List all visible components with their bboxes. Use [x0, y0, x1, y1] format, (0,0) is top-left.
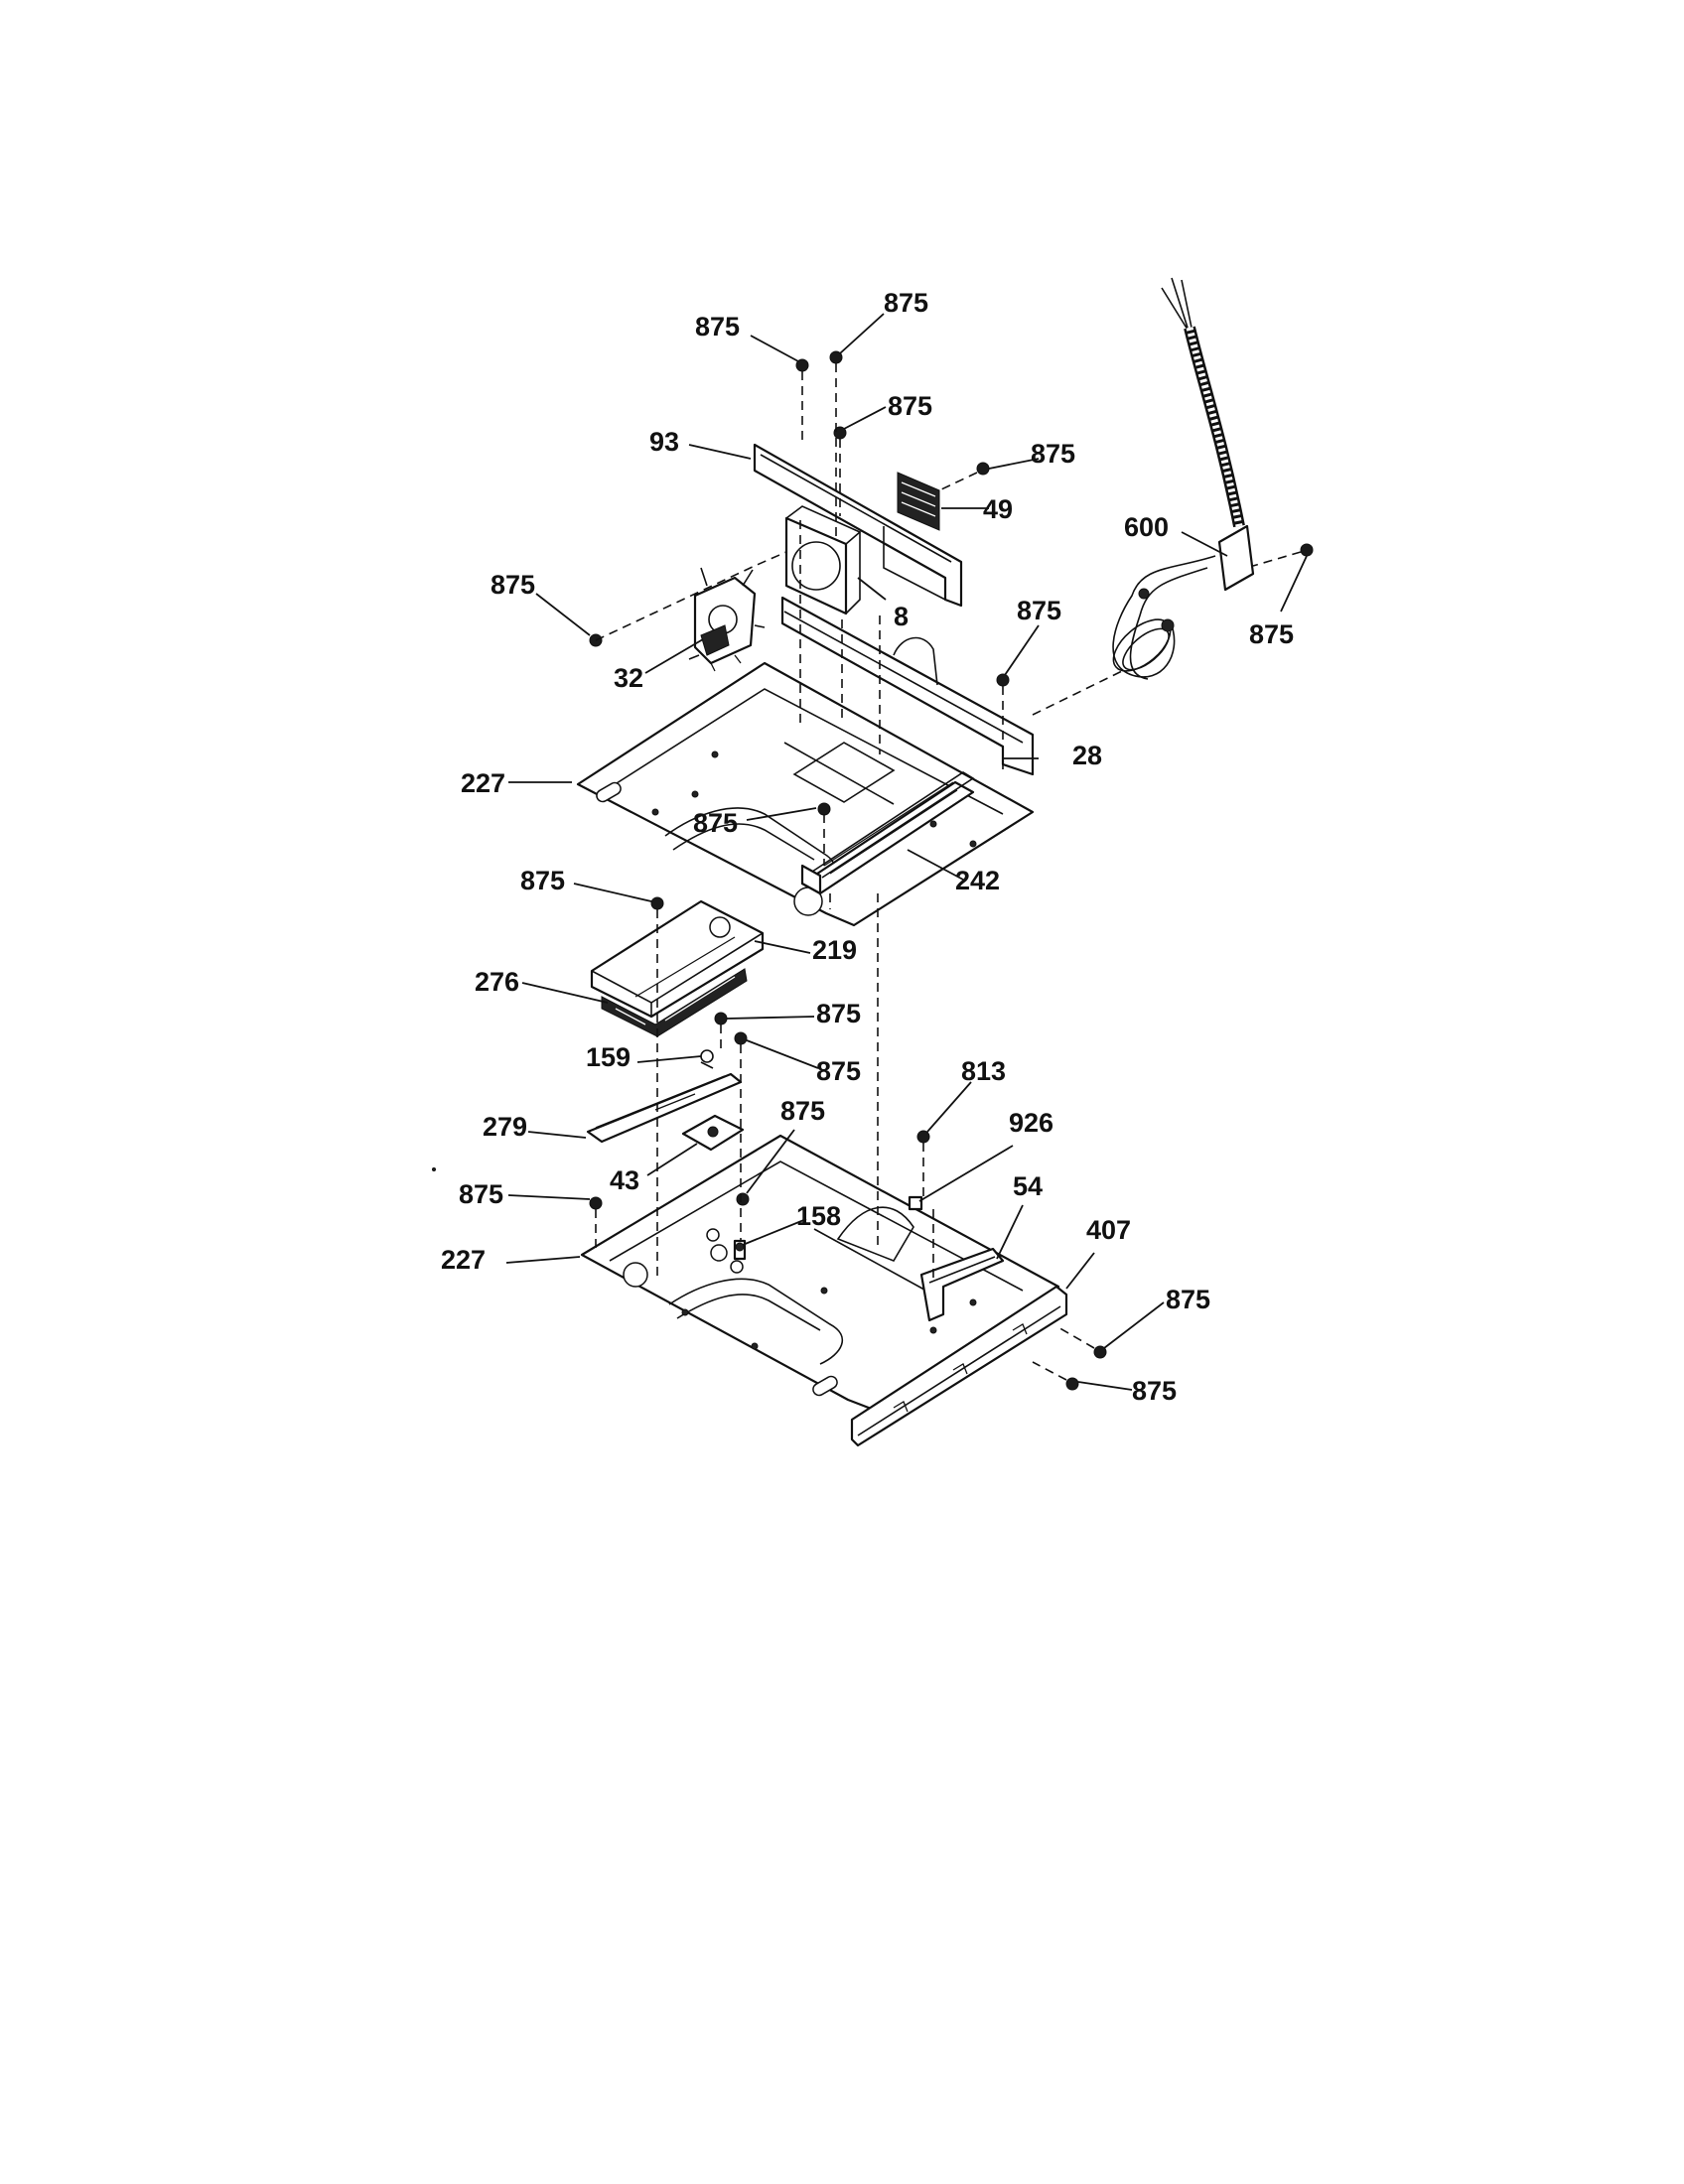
callout-label: 276 — [475, 967, 519, 997]
power-cord-600 — [1112, 277, 1255, 680]
screw-875 — [714, 1012, 728, 1025]
screw-875 — [650, 896, 664, 910]
channel-242 — [800, 771, 975, 895]
callout-label: 875 — [1166, 1285, 1210, 1314]
stray-mark — [432, 1167, 436, 1171]
callout-label: 926 — [1009, 1108, 1053, 1138]
callout-labels: 875 875 875 93 875 49 600 875 875 8 875 … — [441, 288, 1294, 1406]
callout-label: 93 — [649, 427, 679, 457]
callout-label: 227 — [441, 1245, 486, 1275]
callout-label: 875 — [884, 288, 928, 318]
callout-label: 875 — [491, 570, 535, 600]
callout-label: 600 — [1124, 512, 1169, 542]
callout-label: 43 — [610, 1165, 639, 1195]
callout-label: 875 — [693, 808, 738, 838]
plate-43 — [681, 1114, 745, 1152]
callout-label: 242 — [955, 866, 1000, 895]
part-159 — [700, 1049, 714, 1069]
callout-label: 875 — [1249, 619, 1294, 649]
callout-label: 875 — [1031, 439, 1075, 469]
callout-label: 875 — [816, 999, 861, 1028]
leader-lines — [505, 313, 1308, 1391]
upper-base-pan — [576, 661, 1035, 927]
fan-housing-8 — [784, 505, 862, 615]
front-rail-407 — [850, 1285, 1068, 1447]
screw-875 — [996, 673, 1010, 687]
screw-875 — [817, 802, 831, 816]
assembly-lines — [595, 363, 1302, 1381]
grille-49 — [897, 472, 940, 531]
motor-32 — [688, 567, 766, 672]
screw-875 — [589, 1196, 603, 1210]
callout-label: 875 — [816, 1056, 861, 1086]
callout-label: 875 — [780, 1096, 825, 1126]
callout-label: 227 — [461, 768, 505, 798]
screw-875 — [976, 462, 990, 476]
callout-label: 875 — [520, 866, 565, 895]
screw-875 — [1065, 1377, 1079, 1391]
screw-875 — [1093, 1345, 1107, 1359]
board-276 — [601, 968, 748, 1037]
screw-813 — [916, 1130, 930, 1144]
part-158 — [733, 1239, 747, 1261]
callout-label: 813 — [961, 1056, 1006, 1086]
callout-label: 49 — [983, 494, 1013, 524]
callout-label: 8 — [894, 602, 909, 631]
bracket-54 — [919, 1247, 1005, 1322]
callout-label: 875 — [459, 1179, 503, 1209]
callout-label: 158 — [796, 1201, 841, 1231]
screw-875 — [736, 1192, 750, 1206]
screw-875 — [734, 1031, 748, 1045]
callout-label: 159 — [586, 1042, 631, 1072]
cover-219 — [590, 899, 765, 1019]
callout-label: 32 — [614, 663, 643, 693]
callout-label: 279 — [483, 1112, 527, 1142]
screw-875 — [1300, 543, 1314, 557]
callout-label: 875 — [1017, 596, 1061, 625]
lower-base-pan — [580, 1134, 1060, 1412]
callout-label: 28 — [1072, 741, 1102, 770]
clip-926 — [908, 1195, 923, 1211]
callout-label: 875 — [695, 312, 740, 341]
upper-bracket-93 — [753, 443, 963, 608]
callout-label: 219 — [812, 935, 857, 965]
callout-label: 54 — [1013, 1171, 1043, 1201]
callout-label: 875 — [1132, 1376, 1177, 1406]
callout-label: 875 — [888, 391, 932, 421]
callout-label: 407 — [1086, 1215, 1131, 1245]
